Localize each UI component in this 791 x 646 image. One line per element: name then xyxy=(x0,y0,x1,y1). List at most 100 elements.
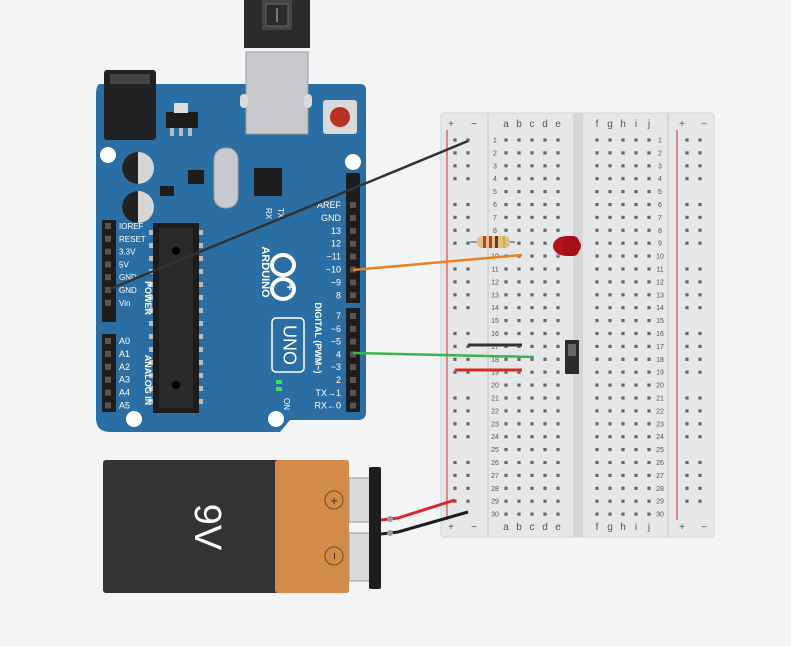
column-label: i xyxy=(635,522,637,533)
analog-pin-label: A0 xyxy=(119,336,130,346)
analog-header[interactable] xyxy=(102,334,116,412)
column-label: h xyxy=(620,522,626,533)
digital-title: DIGITAL (PWM~) xyxy=(313,303,323,374)
row-number: 16 xyxy=(656,331,664,338)
column-label: g xyxy=(607,119,613,130)
rail-minus-left: − xyxy=(471,119,477,130)
row-number: 17 xyxy=(491,344,499,351)
row-number: 5 xyxy=(658,189,662,196)
analog-pin-label: A3 xyxy=(119,375,130,385)
rail-plus-right: + xyxy=(679,119,685,130)
digital-pin-label: 7 xyxy=(336,311,341,321)
analog-pin-label: A4 xyxy=(119,388,130,398)
wire-gnd[interactable] xyxy=(109,139,469,291)
digital-pin-label: 2 xyxy=(336,375,341,385)
row-number: 12 xyxy=(656,279,664,286)
row-number: 24 xyxy=(491,434,499,441)
row-number: 22 xyxy=(656,408,664,415)
power-pin-label: IOREF xyxy=(119,222,144,231)
digital-pin-label: 12 xyxy=(331,239,341,249)
battery-9v[interactable]: 9V + − xyxy=(103,460,469,593)
digital-pin-label: GND xyxy=(321,213,342,223)
digital-pin-label: 13 xyxy=(331,226,341,236)
power-pin-label: RESET xyxy=(119,235,146,244)
row-number: 7 xyxy=(658,215,662,222)
analog-pin-label: A2 xyxy=(119,362,130,372)
row-number: 9 xyxy=(658,241,662,248)
reset-button[interactable] xyxy=(330,107,350,127)
wires[interactable] xyxy=(109,139,535,359)
svg-text:+: + xyxy=(283,284,295,290)
column-label: d xyxy=(542,119,548,130)
row-number: 20 xyxy=(491,383,499,390)
usb-cable xyxy=(244,0,310,48)
row-number: 17 xyxy=(656,344,664,351)
row-number: 11 xyxy=(656,267,663,274)
row-number: 10 xyxy=(656,254,664,261)
row-number: 8 xyxy=(658,228,662,235)
rx-label: RX xyxy=(264,208,273,220)
row-number: 1 xyxy=(493,138,497,145)
breadboard[interactable]: 1122334455667788991010111112121313141415… xyxy=(440,112,715,538)
digital-pin-label: ~5 xyxy=(331,337,341,347)
digital-pin-label: 4 xyxy=(336,349,341,359)
power-pin-label: GND xyxy=(119,286,137,295)
column-label: d xyxy=(542,522,548,533)
row-number: 7 xyxy=(493,215,497,222)
row-number: 20 xyxy=(656,383,664,390)
digital-pin-label: ~10 xyxy=(326,265,341,275)
column-label: f xyxy=(596,119,599,130)
row-number: 2 xyxy=(658,150,662,157)
row-number: 21 xyxy=(656,396,664,403)
row-number: 4 xyxy=(493,176,497,183)
digital-pin-label: ~11 xyxy=(326,252,341,262)
row-number: 23 xyxy=(656,421,664,428)
brand-label: ARDUINO xyxy=(259,246,271,298)
column-label: g xyxy=(607,522,613,533)
digital-pin-label: ~6 xyxy=(331,324,341,334)
row-number: 1 xyxy=(658,138,662,145)
row-number: 18 xyxy=(656,357,664,364)
power-pin-label: GND xyxy=(119,273,137,282)
rail-minus-left-bottom: − xyxy=(471,522,477,533)
analog-pin-label: A1 xyxy=(119,349,130,359)
rail-minus-right-bottom: − xyxy=(701,522,707,533)
power-pin-label: 3.3V xyxy=(119,248,136,257)
rail-plus-left: + xyxy=(448,119,454,130)
column-label: a xyxy=(503,522,509,533)
row-number: 11 xyxy=(491,267,498,274)
slide-switch[interactable] xyxy=(565,340,579,374)
rail-plus-left-bottom: + xyxy=(448,522,454,533)
row-number: 19 xyxy=(656,370,664,377)
column-label: c xyxy=(530,522,535,533)
wire-pin10[interactable] xyxy=(352,253,523,272)
led[interactable] xyxy=(553,236,581,256)
row-number: 30 xyxy=(491,512,499,519)
digital-pin-label: ~9 xyxy=(331,277,341,287)
power-header[interactable] xyxy=(102,220,116,322)
row-number: 15 xyxy=(491,318,499,325)
row-number: 26 xyxy=(491,460,499,467)
row-number: 8 xyxy=(493,228,497,235)
column-label: i xyxy=(635,119,637,130)
digital-header-bottom[interactable] xyxy=(346,308,360,412)
digital-pin-label: ~3 xyxy=(331,362,341,372)
row-number: 3 xyxy=(658,163,662,170)
wire-pin4[interactable] xyxy=(352,351,535,359)
column-label: j xyxy=(647,119,650,130)
row-number: 30 xyxy=(656,512,664,519)
column-label: e xyxy=(555,119,561,130)
row-number: 21 xyxy=(491,396,499,403)
resistor[interactable] xyxy=(470,236,515,248)
digital-pin-label: AREF xyxy=(317,200,342,210)
row-number: 23 xyxy=(491,421,499,428)
row-number: 27 xyxy=(656,473,664,480)
row-number: 28 xyxy=(656,486,664,493)
row-number: 28 xyxy=(491,486,499,493)
column-label: b xyxy=(516,119,522,130)
arduino-logo: − + xyxy=(270,253,297,301)
row-number: 27 xyxy=(491,473,499,480)
